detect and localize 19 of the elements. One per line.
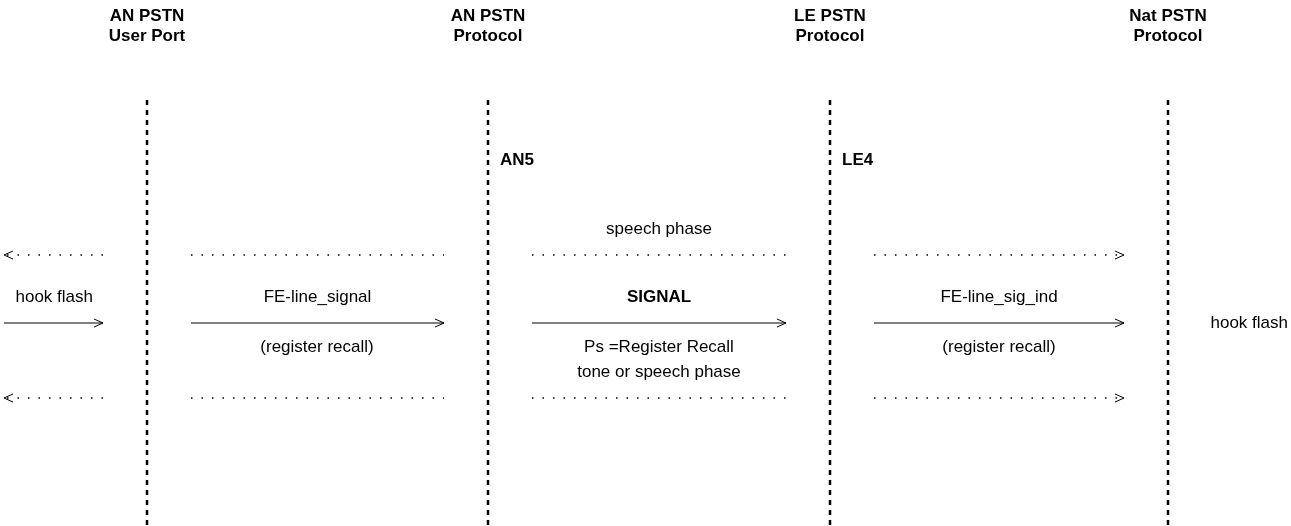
arrow (531, 318, 787, 328)
edge-label: tone or speech phase (577, 362, 741, 382)
participant-name: LE PSTN Protocol (793, 6, 867, 46)
arrow (3, 393, 104, 403)
arrow (873, 318, 1125, 328)
edge-label: FE-line_signal (263, 287, 372, 307)
participant-name: AN PSTN Protocol (449, 6, 527, 46)
arrow (873, 393, 1125, 403)
message-note: (register recall) (260, 337, 374, 357)
participant-name: AN PSTN User Port (107, 6, 187, 46)
edge-label: FE-line_sig_ind (940, 287, 1058, 307)
message-note: Ps =Register Recall (584, 337, 734, 357)
edge-label: speech phase (606, 219, 712, 239)
arrow (190, 318, 445, 328)
arrow (3, 250, 104, 260)
arrow (3, 318, 104, 328)
arrow (873, 250, 1125, 260)
message-note: (register recall) (942, 337, 1056, 357)
participant-name: Nat PSTN Protocol (1128, 6, 1208, 46)
